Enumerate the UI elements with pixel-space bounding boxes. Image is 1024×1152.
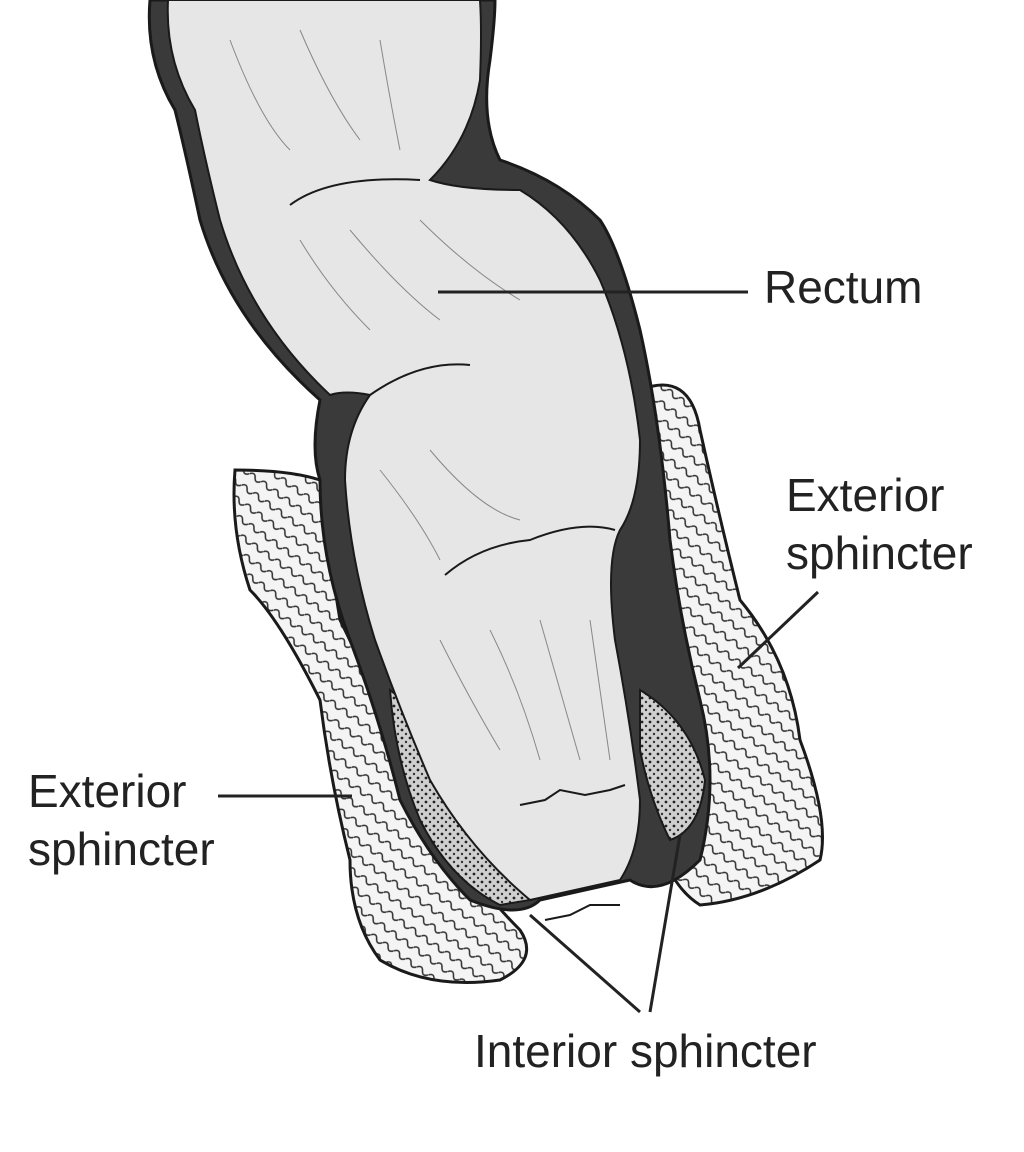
exterior-sphincter-right-line-2: sphincter (786, 527, 973, 579)
exterior-sphincter-left-label: Exterior sphincter (28, 762, 215, 878)
exterior-sphincter-left-line-2: sphincter (28, 823, 215, 875)
exterior-sphincter-right-leader-line (736, 590, 820, 670)
interior-sphincter-leader-line-left (529, 913, 641, 1014)
leader-lines (218, 290, 820, 1014)
interior-sphincter-leader-line-right (648, 834, 682, 1013)
rectum-label-text: Rectum (764, 261, 923, 313)
rectum-lumen (166, 0, 642, 921)
interior-sphincter-label-text: Interior sphincter (474, 1025, 817, 1077)
interior-sphincter-label: Interior sphincter (474, 1022, 817, 1080)
exterior-sphincter-left-line-1: Exterior (28, 765, 187, 817)
exterior-sphincter-right-line-1: Exterior (786, 469, 945, 521)
exterior-sphincter-right-label: Exterior sphincter (786, 466, 973, 582)
rectum-label: Rectum (764, 258, 922, 316)
